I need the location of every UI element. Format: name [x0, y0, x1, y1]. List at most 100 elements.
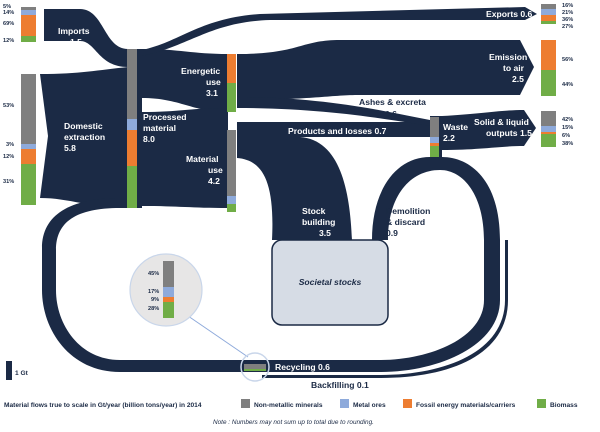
material-name-line2: use [208, 165, 223, 175]
solid-pct-metal: 15% [562, 125, 573, 131]
scale-bar-rect [6, 361, 12, 380]
processed-label: Processed material 8.0 [143, 112, 189, 144]
imports-pct-biomass: 12% [3, 38, 14, 44]
material-value: 4.2 [208, 176, 220, 186]
recycling-pct-metal: 17% [148, 289, 159, 295]
legend-swatch-fossil [403, 399, 412, 408]
domestic-biomass-bar [21, 164, 36, 205]
backfilling-value: 0.1 [357, 380, 369, 390]
imports-label: Imports 1.5 [58, 26, 92, 47]
imports-name: Imports [58, 26, 90, 36]
products-label: Products and losses 0.7 [288, 126, 387, 136]
imports-pct-fossil: 69% [3, 21, 14, 27]
products-losses-flow [237, 122, 432, 137]
legend-swatch-metal [340, 399, 349, 408]
processed-name-line2: material [143, 123, 176, 133]
material-label: Material use 4.2 [186, 154, 225, 186]
emission-label: Emission to air 2.5 [489, 52, 530, 84]
demolition-label: Demolition & discard 0.9 [386, 206, 433, 238]
processed-nonmetallic-bar [127, 49, 137, 119]
legend-caption: Material flows true to scale in Gt/year … [4, 402, 202, 409]
energetic-biomass-bar [227, 83, 236, 112]
solid-name-line2: outputs [486, 128, 518, 138]
emission-composition: 56% 44% [541, 40, 573, 96]
emission-name-line1: Emission [489, 52, 527, 62]
ashes-value: 0.6 [385, 109, 397, 119]
recycling-marker-bar [244, 364, 266, 370]
demolition-name-line2: & discard [386, 217, 425, 227]
energetic-label: Energetic use 3.1 [181, 66, 223, 98]
imports-flow [44, 9, 128, 67]
material-use-flow [142, 108, 228, 208]
ashes-label: Ashes & excreta [359, 97, 426, 107]
waste-nonmetallic-bar [430, 117, 439, 137]
domestic-name-line2: extraction [64, 132, 105, 142]
zoom-nonmetallic-bar [163, 261, 174, 287]
societal-stocks-label: Societal stocks [299, 277, 362, 287]
emission-flow [237, 40, 520, 100]
demolition-flow [262, 157, 500, 372]
legend-label-fossil: Fossil energy materials/carriers [416, 402, 516, 409]
recycling-value: 0.6 [318, 362, 330, 372]
domestic-pct-metal: 3% [6, 142, 14, 148]
demolition-value: 0.9 [386, 228, 398, 238]
recycling-loop-flow [42, 198, 262, 372]
emission-value: 2.5 [512, 74, 524, 84]
rounding-note: Note : Numbers may not sum up to total d… [213, 419, 374, 426]
imports-nonmetallic-bar [21, 7, 36, 10]
energetic-use-flow [142, 49, 228, 112]
legend-swatch-biomass [537, 399, 546, 408]
energetic-value: 3.1 [206, 88, 218, 98]
material-use-composition [227, 130, 236, 212]
processed-name-line1: Processed [143, 112, 186, 122]
solid-pct-biomass: 38% [562, 141, 573, 147]
processed-biomass-bar [127, 166, 137, 208]
processed-fossil-bar [127, 130, 137, 166]
demolition-name-line1: Demolition [386, 206, 430, 216]
imports-composition: 5% 14% 69% 12% [3, 4, 36, 44]
solid-liquid-flow [442, 110, 524, 150]
exports-composition: 16% 21% 36% 27% [541, 3, 573, 30]
domestic-label: Domestic extraction 5.8 [64, 121, 107, 153]
stock-building-name-line2: building [302, 217, 335, 227]
domestic-composition: 53% 3% 12% 31% [3, 74, 36, 205]
waste-name: Waste [443, 122, 468, 132]
zoom-fossil-bar [163, 297, 174, 302]
domestic-nonmetallic-bar [21, 74, 36, 144]
legend-label-metal: Metal ores [353, 402, 386, 409]
material-nonmetallic-bar [227, 130, 236, 196]
domestic-pct-biomass: 31% [3, 179, 14, 185]
imports-fossil-bar [21, 15, 36, 36]
exports-flow [142, 7, 537, 56]
exports-pct-biomass: 27% [562, 24, 573, 30]
zoom-metal-bar [163, 287, 174, 297]
imports-biomass-bar [21, 36, 36, 42]
processed-value: 8.0 [143, 134, 155, 144]
solid-nonmetallic-bar [541, 111, 556, 126]
energetic-use-composition [227, 54, 236, 112]
recycling-marker-biomass [244, 369, 266, 371]
scale-bar: 1 Gt [6, 361, 29, 380]
exports-name: Exports [486, 9, 518, 19]
recycling-label: Recycling 0.6 [275, 362, 330, 372]
exports-biomass-bar [541, 21, 556, 24]
flow-bands [40, 7, 537, 378]
legend: Material flows true to scale in Gt/year … [4, 399, 578, 409]
exports-pct-fossil: 36% [562, 17, 573, 23]
material-name-line1: Material [186, 154, 218, 164]
solid-biomass-bar [541, 134, 556, 147]
emission-pct-fossil: 56% [562, 57, 573, 63]
emission-fossil-bar [541, 40, 556, 70]
recycling-pct-biomass: 28% [148, 306, 159, 312]
solid-liquid-composition: 42% 15% 6% 38% [541, 111, 573, 147]
energetic-name-line1: Energetic [181, 66, 220, 76]
exports-pct-nonmetallic: 16% [562, 3, 573, 9]
solid-metal-bar [541, 126, 556, 132]
domestic-metal-bar [21, 144, 36, 149]
emission-arrow [520, 40, 534, 95]
solid-pct-nonmetallic: 42% [562, 117, 573, 123]
recycling-name: Recycling [275, 362, 316, 372]
solid-value: 1.5 [520, 128, 532, 138]
domestic-name-line1: Domestic [64, 121, 103, 131]
